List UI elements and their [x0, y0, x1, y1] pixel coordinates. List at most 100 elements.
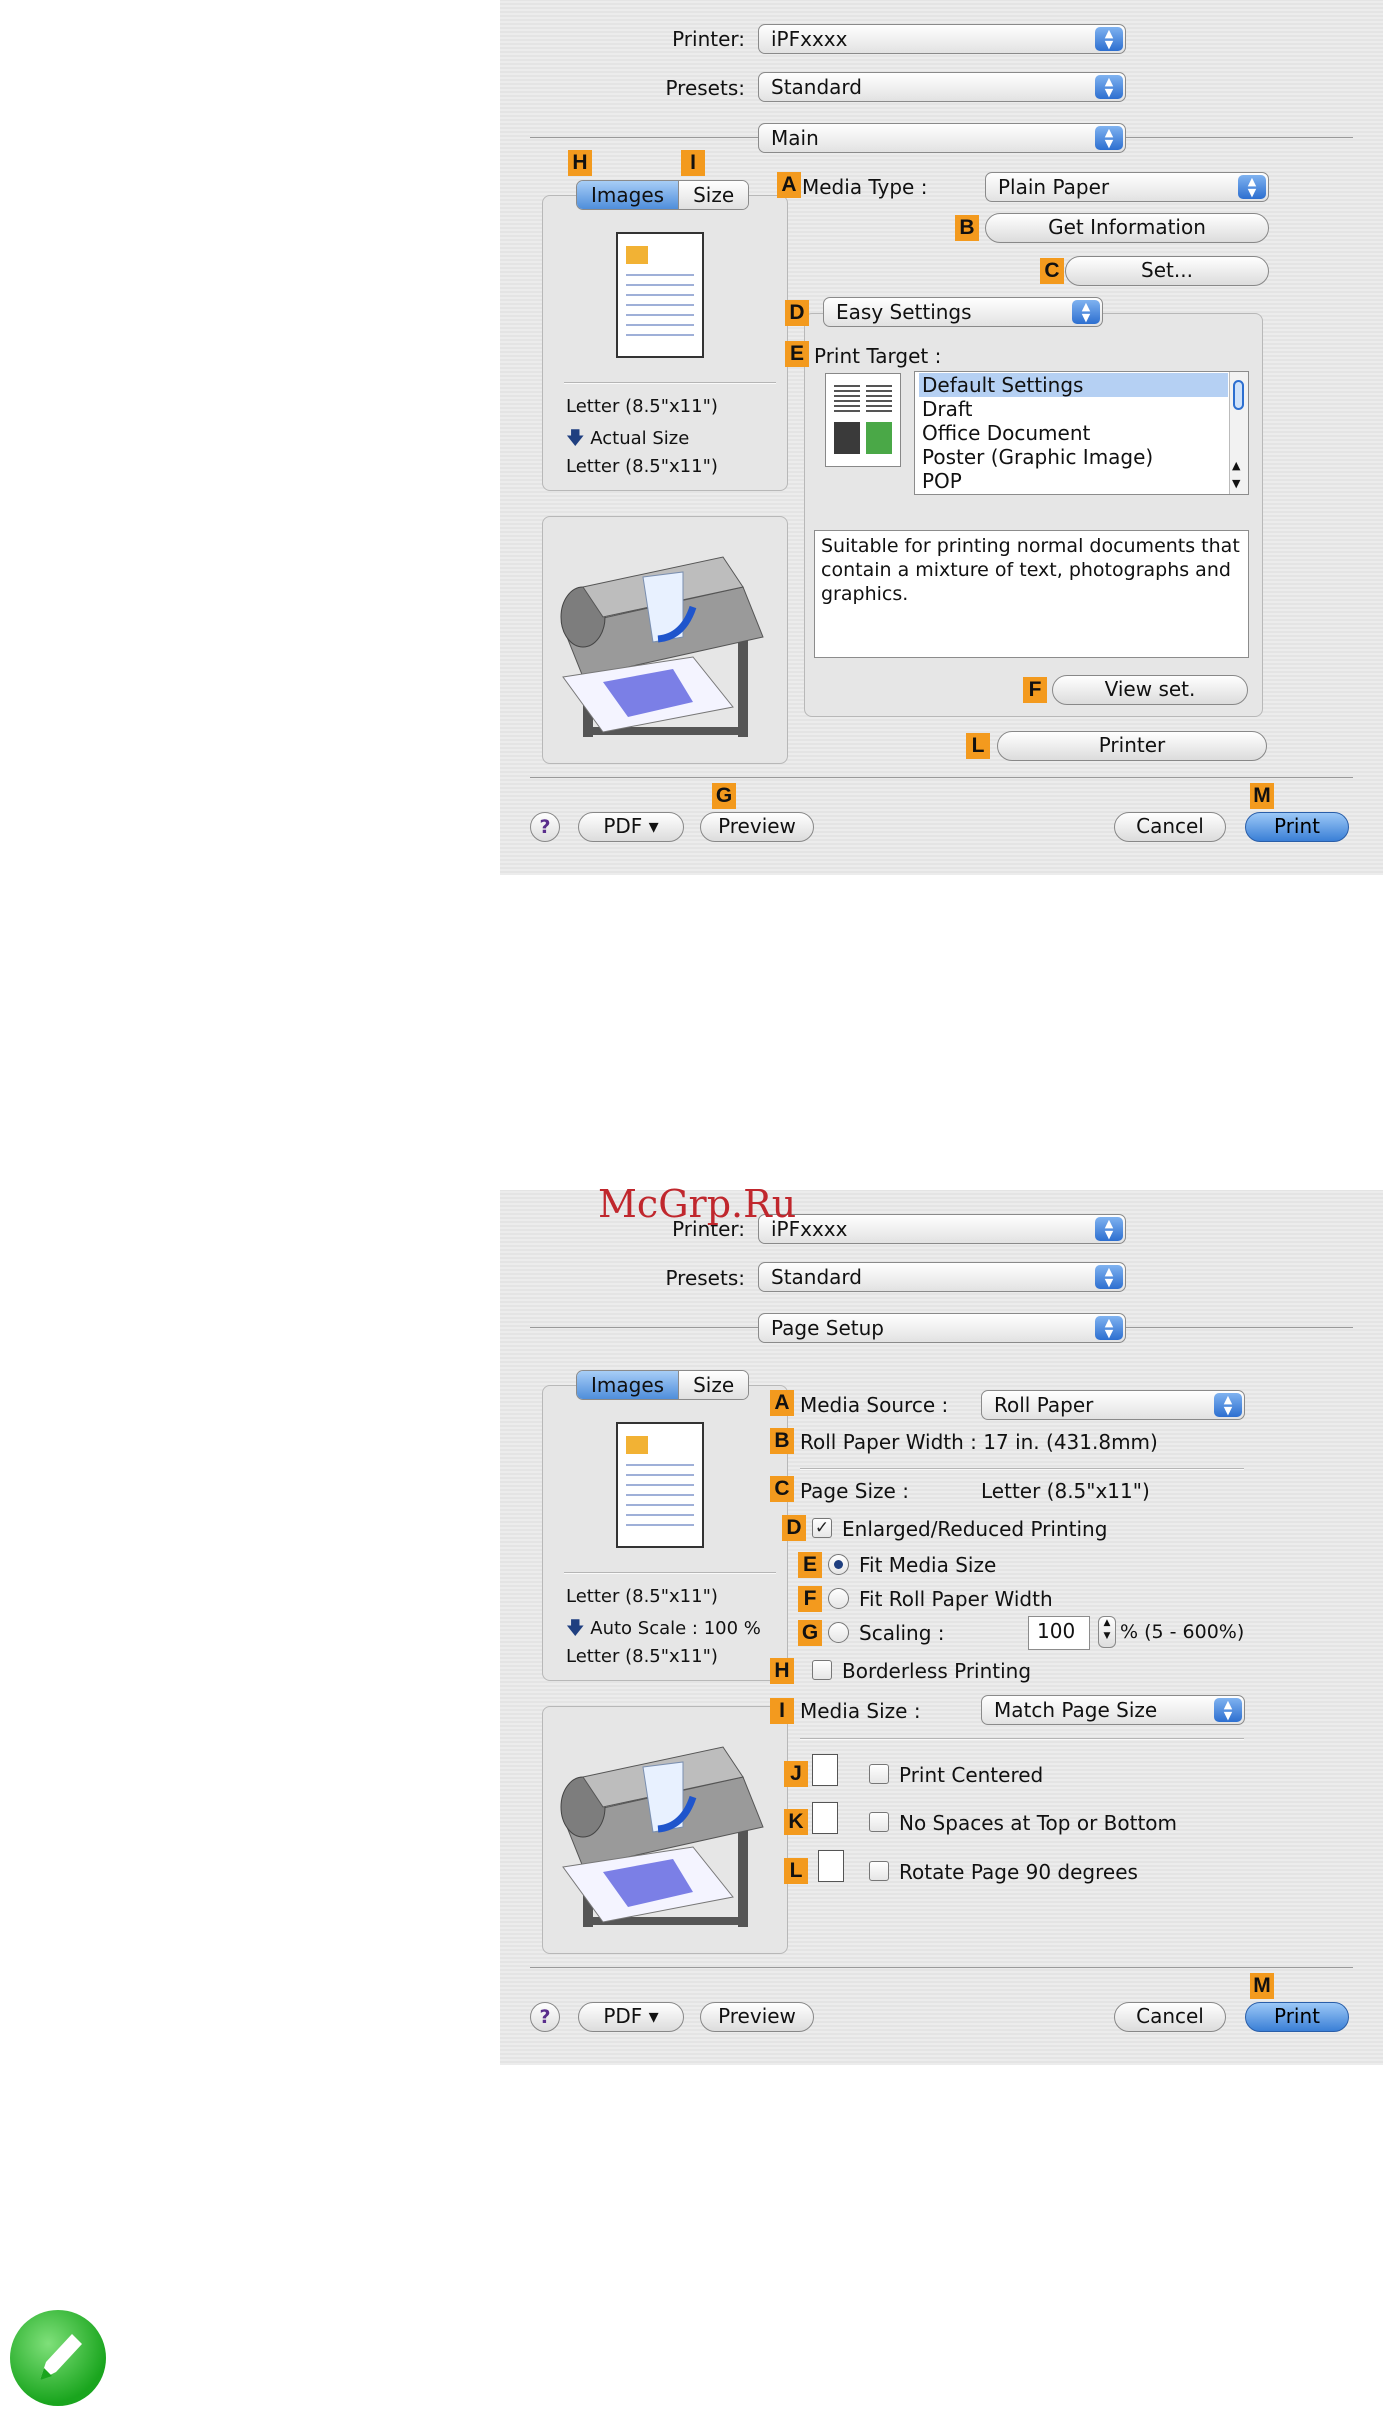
- fit-roll-label: Fit Roll Paper Width: [859, 1587, 1053, 1611]
- preview-button[interactable]: Preview: [700, 812, 814, 842]
- tag-c: C: [770, 1476, 794, 1502]
- list-item[interactable]: Default Settings: [919, 373, 1228, 397]
- tag-k: K: [784, 1809, 808, 1835]
- pdf-button[interactable]: PDF ▾: [578, 812, 684, 842]
- help-button[interactable]: ?: [530, 812, 560, 842]
- help-button[interactable]: ?: [530, 2002, 560, 2032]
- media-source-label: Media Source :: [800, 1393, 949, 1417]
- fit-roll-radio[interactable]: [828, 1588, 849, 1609]
- get-information-button[interactable]: Get Information: [985, 213, 1269, 243]
- scale-info: 🡇 Auto Scale : 100 %: [566, 1616, 761, 1646]
- cancel-button[interactable]: Cancel: [1114, 812, 1226, 842]
- popup-arrows-icon: ▲▼: [1214, 1698, 1242, 1722]
- enlarged-checkbox[interactable]: ✓: [812, 1518, 832, 1538]
- pdf-button[interactable]: PDF ▾: [578, 2002, 684, 2032]
- presets-value: Standard: [771, 75, 862, 99]
- preview-tabs[interactable]: Images Size: [576, 180, 750, 210]
- borderless-label: Borderless Printing: [842, 1659, 1032, 1683]
- separator: [800, 1468, 1244, 1470]
- tag-a: A: [777, 172, 801, 198]
- source-size: Letter (8.5"x11"): [566, 1586, 718, 1607]
- tab-size[interactable]: Size: [678, 1371, 749, 1399]
- tab-images[interactable]: Images: [577, 181, 679, 209]
- presets-popup[interactable]: Standard▲▼: [758, 1262, 1126, 1292]
- popup-arrows-icon: ▲▼: [1095, 126, 1123, 150]
- popup-arrows-icon: ▲▼: [1238, 175, 1266, 199]
- list-item[interactable]: POP: [922, 469, 962, 493]
- scaling-radio[interactable]: [828, 1622, 849, 1643]
- tag-l: L: [966, 733, 990, 759]
- printer-value: iPFxxxx: [771, 27, 848, 51]
- tag-h: H: [568, 150, 592, 176]
- cancel-button[interactable]: Cancel: [1114, 2002, 1226, 2032]
- printer-illustration-icon: [560, 1746, 764, 1927]
- tag-e: E: [785, 341, 809, 367]
- borderless-checkbox[interactable]: [812, 1660, 832, 1680]
- target-preview-icon: [825, 373, 901, 467]
- set-button[interactable]: Set...: [1065, 256, 1269, 286]
- pane-value: Page Setup: [771, 1316, 884, 1340]
- scroll-thumb[interactable]: [1233, 380, 1244, 410]
- print-button[interactable]: Print: [1245, 2002, 1349, 2032]
- preview-button[interactable]: Preview: [700, 2002, 814, 2032]
- tag-l: L: [784, 1858, 808, 1884]
- scale-info-text: Actual Size: [590, 428, 690, 449]
- image-icon: [626, 1436, 648, 1454]
- list-item[interactable]: Draft: [922, 397, 973, 421]
- printer-label: Printer:: [672, 27, 745, 51]
- popup-arrows-icon: ▲▼: [1095, 27, 1123, 51]
- pane-popup[interactable]: Main▲▼: [758, 123, 1126, 153]
- scroll-down-icon[interactable]: ▼: [1232, 477, 1241, 490]
- printer-popup[interactable]: iPFxxxx ▲▼: [758, 24, 1126, 54]
- easy-settings-popup[interactable]: Easy Settings▲▼: [823, 297, 1103, 327]
- preview-tabs[interactable]: Images Size: [576, 1370, 750, 1400]
- printer-value: iPFxxxx: [771, 1217, 848, 1241]
- tag-a: A: [770, 1390, 794, 1416]
- tab-size[interactable]: Size: [678, 181, 749, 209]
- print-target-list[interactable]: Default Settings Draft Office Document P…: [914, 371, 1249, 495]
- view-set-button[interactable]: View set.: [1052, 675, 1248, 705]
- scaling-input[interactable]: 100: [1028, 1616, 1090, 1650]
- image-icon: [626, 246, 648, 264]
- printer-popup[interactable]: iPFxxxx▲▼: [758, 1214, 1126, 1244]
- media-size-popup[interactable]: Match Page Size▲▼: [981, 1695, 1245, 1725]
- list-scrollbar[interactable]: ▲▼: [1229, 372, 1248, 494]
- pane-popup[interactable]: Page Setup▲▼: [758, 1313, 1126, 1343]
- list-item[interactable]: Office Document: [922, 421, 1091, 445]
- presets-popup[interactable]: Standard▲▼: [758, 72, 1126, 102]
- print-centered-icon: [812, 1754, 838, 1786]
- list-item[interactable]: Poster (Graphic Image): [922, 445, 1154, 469]
- printer-button[interactable]: Printer: [997, 731, 1267, 761]
- rotate-label: Rotate Page 90 degrees: [899, 1860, 1138, 1884]
- page-size-value: Letter (8.5"x11"): [981, 1479, 1150, 1503]
- no-spaces-checkbox[interactable]: [869, 1812, 889, 1832]
- tag-j: J: [784, 1761, 808, 1787]
- fit-media-label: Fit Media Size: [859, 1553, 997, 1577]
- media-source-value: Roll Paper: [994, 1393, 1094, 1417]
- print-dialog-main: Printer: iPFxxxx▲▼ Presets: Standard▲▼ M…: [500, 0, 1383, 875]
- pencil-icon: [40, 2334, 82, 2380]
- print-button[interactable]: Print: [1245, 812, 1349, 842]
- arrow-down-icon: 🡇: [566, 1618, 585, 1639]
- tag-i: I: [770, 1698, 794, 1724]
- arrow-down-icon: 🡇: [566, 428, 585, 449]
- scaling-stepper[interactable]: ▲▼: [1098, 1616, 1116, 1648]
- popup-arrows-icon: ▲▼: [1072, 300, 1100, 324]
- scale-info-text: Auto Scale : 100 %: [590, 1618, 761, 1639]
- printer-illustration-box: [542, 516, 788, 764]
- media-source-popup[interactable]: Roll Paper▲▼: [981, 1390, 1245, 1420]
- media-type-popup[interactable]: Plain Paper▲▼: [985, 172, 1269, 202]
- separator: [564, 382, 776, 384]
- scale-info: 🡇 Actual Size: [566, 426, 689, 456]
- presets-label: Presets:: [665, 76, 745, 100]
- rotate-checkbox[interactable]: [869, 1861, 889, 1881]
- scroll-up-icon[interactable]: ▲: [1232, 459, 1241, 472]
- no-spaces-icon: [812, 1802, 838, 1834]
- tab-images[interactable]: Images: [577, 1371, 679, 1399]
- page-thumbnail: [616, 232, 704, 358]
- printer-label: Printer:: [672, 1217, 745, 1241]
- tag-g: G: [798, 1620, 822, 1646]
- print-centered-checkbox[interactable]: [869, 1764, 889, 1784]
- tag-m: M: [1250, 1973, 1274, 1999]
- fit-media-radio[interactable]: [828, 1554, 849, 1575]
